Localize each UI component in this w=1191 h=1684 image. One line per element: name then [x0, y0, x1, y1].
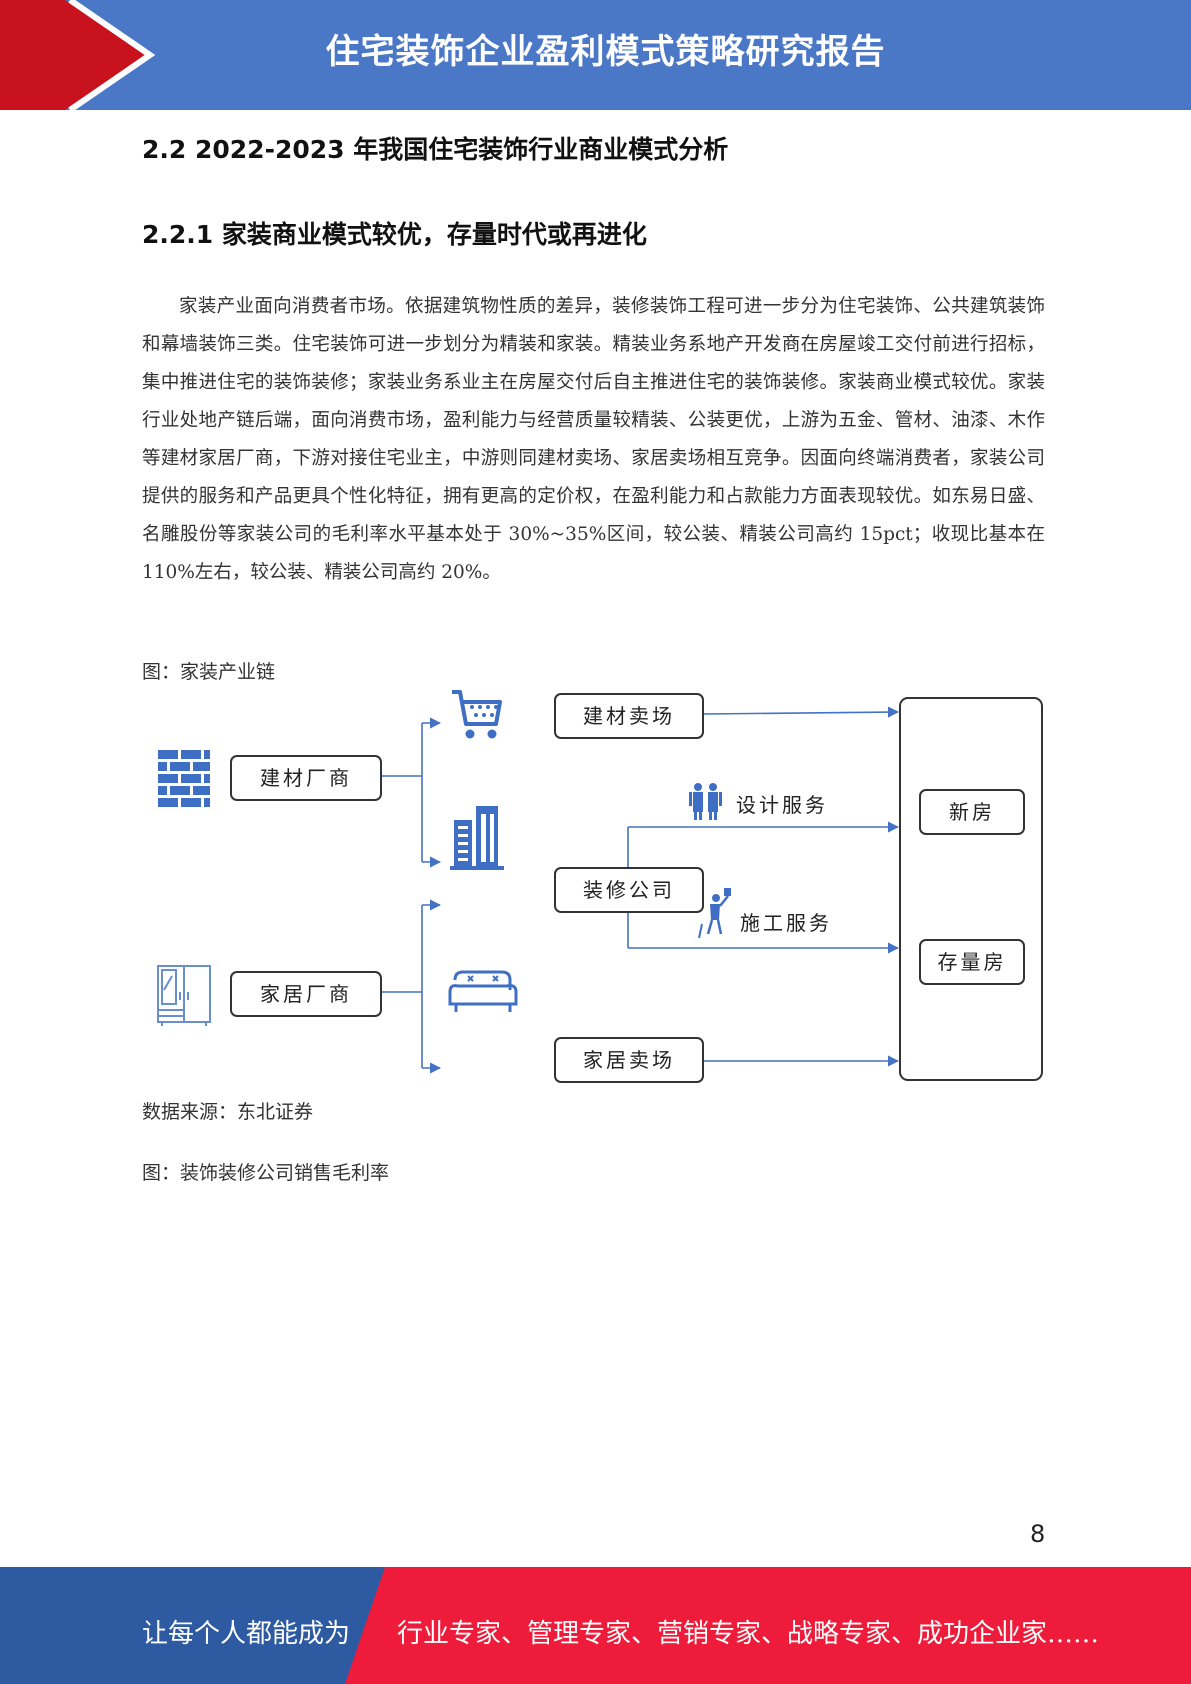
- industry-chain-diagram: 建材厂商 家居厂商 建材卖场 装修公司 家居卖场 新房 存量房 设计服务 施工服…: [157, 690, 1043, 1083]
- header-decoration: [0, 0, 1191, 110]
- building-market-label: 建材卖场: [583, 704, 675, 728]
- construction-service-label: 施工服务: [740, 911, 832, 935]
- figure2-caption: 图：装饰装修公司销售毛利率: [142, 1162, 390, 1184]
- page-footer: [0, 1567, 1191, 1684]
- footer-slogan-right: 行业专家、管理专家、营销专家、战略专家、成功企业家……: [397, 1619, 1100, 1649]
- office-building-icon: [450, 806, 504, 870]
- painter-icon: [698, 888, 731, 939]
- report-title: 住宅装饰企业盈利模式策略研究报告: [325, 32, 886, 72]
- body-paragraph: 家装产业面向消费者市场。依据建筑物性质的差异，装修装饰工程可进一步分为住宅装饰、…: [142, 296, 1045, 583]
- diagram-connectors: [381, 706, 900, 1074]
- decor-company-label: 装修公司: [583, 878, 675, 902]
- building-maker-box: [230, 755, 382, 801]
- section-heading: 2.2 2022-2023 年我国住宅装饰行业商业模式分析: [142, 135, 729, 164]
- designers-icon: [689, 783, 722, 820]
- new-house-label: 新房: [949, 800, 995, 824]
- decor-company-box: [554, 867, 704, 913]
- shopping-cart-icon: [452, 690, 502, 739]
- footer-decoration: [0, 1567, 1191, 1684]
- home-market-label: 家居卖场: [583, 1048, 675, 1072]
- home-market-box: [554, 1037, 704, 1083]
- subsection-heading: 2.2.1 家装商业模式较优，存量时代或再进化: [142, 220, 647, 249]
- existing-house-box: [919, 939, 1025, 985]
- home-maker-box: [230, 971, 382, 1017]
- figure-caption: 图：家装产业链: [142, 661, 276, 683]
- sofa-icon: [448, 970, 518, 1012]
- building-market-box: [554, 693, 704, 739]
- figure-source: 数据来源：东北证券: [142, 1101, 314, 1123]
- end-customers-box: [899, 697, 1043, 1081]
- design-service-label: 设计服务: [736, 793, 828, 817]
- new-house-box: [919, 789, 1025, 835]
- building-maker-label: 建材厂商: [260, 766, 352, 790]
- page-number: 8: [1030, 1520, 1046, 1548]
- wardrobe-icon: [157, 965, 211, 1026]
- existing-house-label: 存量房: [938, 950, 1007, 974]
- home-maker-label: 家居厂商: [260, 982, 352, 1006]
- footer-slogan-left: 让每个人都能成为: [142, 1619, 351, 1649]
- page-header: 住宅装饰企业盈利模式策略研究报告: [0, 0, 1191, 110]
- brick-wall-icon: [158, 750, 210, 807]
